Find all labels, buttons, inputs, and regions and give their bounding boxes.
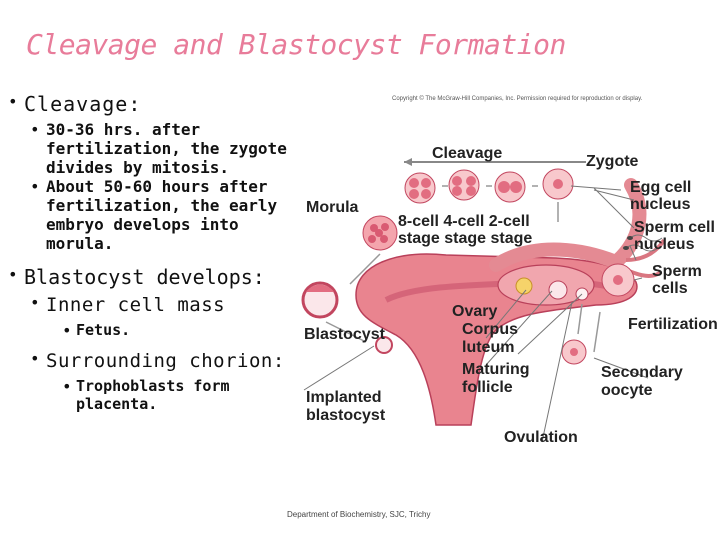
slide-title: Cleavage and Blastocyst Formation — [26, 28, 566, 61]
corpus-luteum-shape — [515, 277, 533, 295]
fertilization-diagram: Copyright © The McGraw-Hill Companies, I… — [296, 90, 720, 460]
bullet-dot: • — [30, 120, 40, 139]
label-cleavage: Cleavage — [432, 145, 503, 162]
label-ovulation: Ovulation — [504, 429, 578, 446]
sub-sub-bullet-trophoblasts: • Trophoblasts form placenta. — [4, 377, 294, 413]
copyright-notice: Copyright © The McGraw-Hill Companies, I… — [392, 96, 643, 102]
label-stages-line2: stage stage stage — [398, 230, 533, 247]
leader-lines — [303, 185, 649, 443]
maturing-follicle-shape — [548, 280, 568, 300]
embryo-4-cell — [448, 169, 480, 201]
label-secondary-oocyte-line2: oocyte — [601, 382, 653, 399]
label-implanted-blastocyst-line2: blastocyst — [306, 407, 386, 424]
bullet-list: • Cleavage: • 30-36 hrs. after fertiliza… — [4, 92, 294, 413]
implanted-blastocyst-shape — [375, 336, 393, 354]
label-blastocyst: Blastocyst — [304, 326, 385, 343]
label-morula: Morula — [306, 199, 359, 216]
sub-bullet-inner-cell-mass: • Inner cell mass — [4, 293, 294, 317]
label-fertilization: Fertilization — [628, 316, 718, 333]
bullet-dot: • — [8, 92, 18, 111]
reproductive-tract-illustration — [301, 158, 666, 443]
bullet-text: Inner cell mass — [46, 294, 226, 316]
bullet-dot: • — [62, 321, 72, 340]
label-sperm-cell-nucleus-line1: Sperm cell — [634, 219, 715, 236]
label-sperm-cells-line2: cells — [652, 280, 688, 297]
label-sperm-cells-line1: Sperm — [652, 263, 702, 280]
sub-bullet-morula: • About 50-60 hours after fertilization,… — [4, 177, 294, 253]
bullet-text: Surrounding chorion: — [46, 350, 285, 372]
label-implanted-blastocyst-line1: Implanted — [306, 389, 382, 406]
bullet-text: Cleavage: — [24, 92, 142, 116]
bullet-text: Fetus. — [76, 321, 131, 339]
label-sperm-cell-nucleus-line2: nucleus — [634, 236, 695, 253]
bullet-dot: • — [30, 293, 40, 312]
label-ovary: Ovary — [452, 303, 498, 320]
footer-department: Department of Biochemistry, SJC, Trichy — [287, 510, 431, 519]
bullet-dot: • — [30, 177, 40, 196]
morula-shape — [362, 215, 398, 251]
label-maturing-follicle-line2: follicle — [462, 379, 513, 396]
label-egg-cell-nucleus-line1: Egg cell — [630, 179, 692, 196]
bullet-cleavage: • Cleavage: — [4, 92, 294, 116]
sub-sub-bullet-fetus: • Fetus. — [4, 321, 294, 340]
bullet-text: Trophoblasts form placenta. — [76, 377, 230, 413]
oviduct-shape — [489, 178, 647, 272]
sequence-arrows — [325, 185, 601, 353]
bullet-text: About 50-60 hours after fertilization, t… — [46, 177, 278, 253]
label-maturing-follicle-line1: Maturing — [462, 361, 530, 378]
zygote-shape — [542, 168, 574, 200]
bullet-blastocyst: • Blastocyst develops: — [4, 265, 294, 289]
bullet-text: Blastocyst develops: — [24, 265, 265, 289]
label-zygote: Zygote — [586, 153, 639, 170]
label-egg-cell-nucleus-line2: nucleus — [630, 196, 691, 213]
embryo-2-cell — [494, 171, 526, 203]
fertilization-egg-shape — [601, 263, 635, 297]
label-stages-line1: 8-cell 4-cell 2-cell — [398, 213, 530, 230]
bullet-text: 30-36 hrs. after fertilization, the zygo… — [46, 120, 287, 177]
bullet-dot: • — [30, 349, 40, 368]
label-corpus-luteum-line2: luteum — [462, 339, 515, 356]
bullet-dot: • — [8, 265, 18, 284]
label-secondary-oocyte-line1: Secondary — [601, 364, 683, 381]
embryo-8-cell — [404, 172, 436, 204]
secondary-oocyte-shape — [561, 339, 587, 365]
sub-bullet-chorion: • Surrounding chorion: — [4, 349, 294, 373]
bullet-dot: • — [62, 377, 72, 396]
sperm-cells-shape — [623, 234, 663, 252]
blastocyst-shape — [301, 281, 339, 319]
label-corpus-luteum-line1: Corpus — [462, 321, 518, 338]
sub-bullet-cleavage-timing: • 30-36 hrs. after fertilization, the zy… — [4, 120, 294, 177]
